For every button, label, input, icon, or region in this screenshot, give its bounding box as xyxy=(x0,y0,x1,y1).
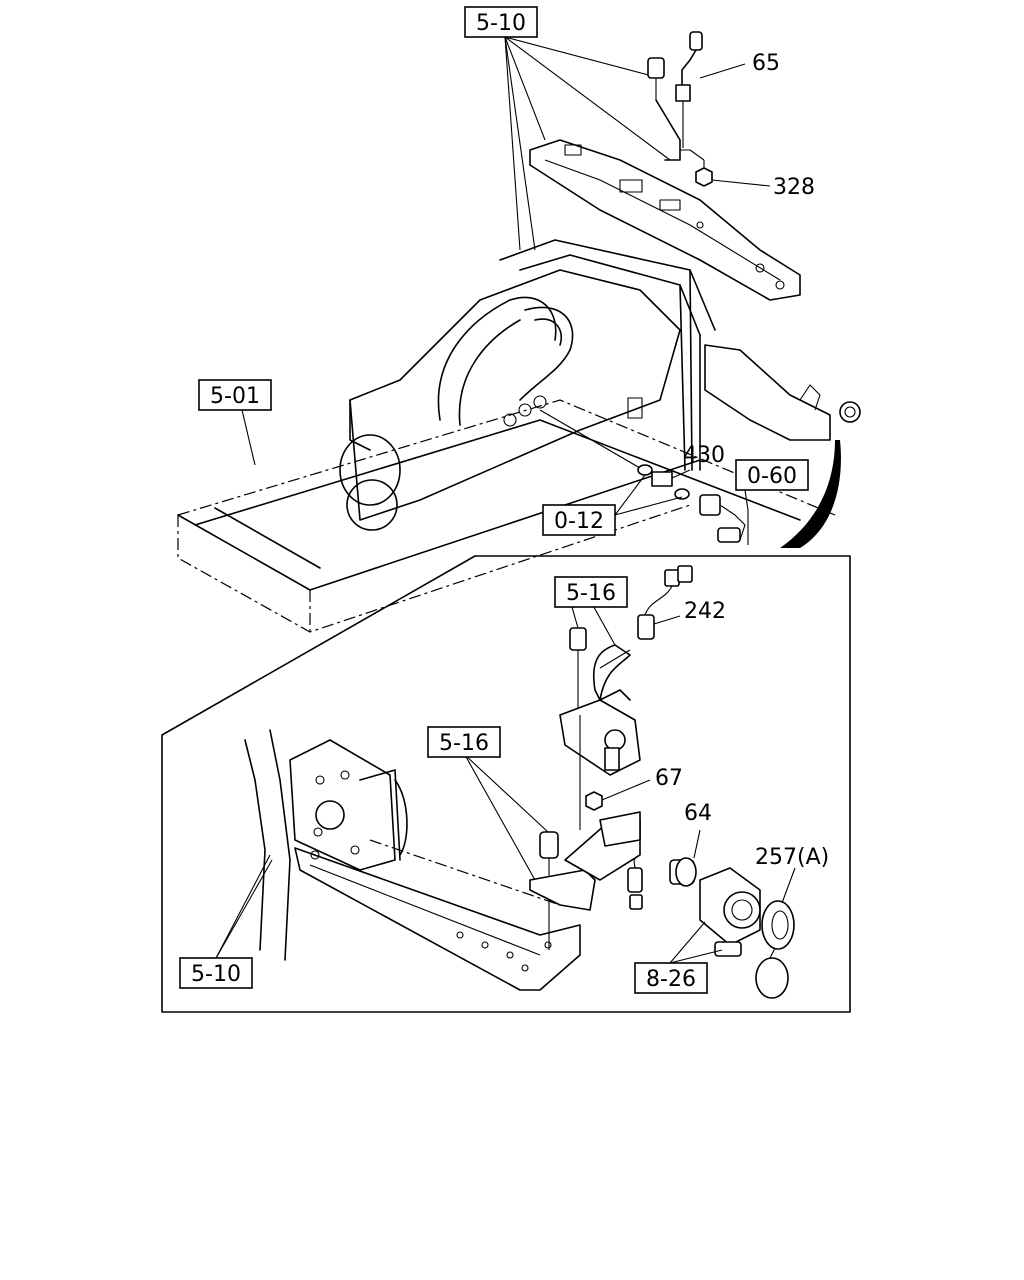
part-number-430: 430 xyxy=(683,443,725,468)
callout-0-60: 0-60 xyxy=(735,459,809,491)
callout-8-26: 8-26 xyxy=(634,962,708,994)
engine-frame-assembly xyxy=(177,139,861,633)
part-number-65: 65 xyxy=(752,51,780,76)
svg-text:0-60: 0-60 xyxy=(747,464,797,489)
top-leaders xyxy=(504,31,771,251)
lower-leaders xyxy=(214,409,723,964)
part-number-328: 328 xyxy=(773,175,815,200)
part-number-67: 67 xyxy=(655,766,683,791)
callout-5-10-bottom: 5-10 xyxy=(179,957,253,989)
callout-5-01: 5-01 xyxy=(198,379,272,411)
sensor-detail-430 xyxy=(539,409,749,545)
svg-text:5-10: 5-10 xyxy=(191,962,241,987)
svg-text:5-10: 5-10 xyxy=(476,11,526,36)
part-number-64: 64 xyxy=(684,801,712,826)
svg-text:0-12: 0-12 xyxy=(554,509,604,534)
callout-0-12: 0-12 xyxy=(542,504,616,536)
inset-panel xyxy=(161,555,851,1013)
svg-text:5-01: 5-01 xyxy=(210,384,260,409)
part-number-242: 242 xyxy=(684,599,726,624)
svg-text:5-16: 5-16 xyxy=(439,731,489,756)
part-number-257a: 257(A) xyxy=(755,845,829,870)
callout-5-16-lower: 5-16 xyxy=(427,726,501,758)
callout-5-16-upper: 5-16 xyxy=(554,576,628,608)
svg-text:5-16: 5-16 xyxy=(566,581,616,606)
svg-text:8-26: 8-26 xyxy=(646,967,696,992)
callout-5-10-top: 5-10 xyxy=(464,6,538,38)
